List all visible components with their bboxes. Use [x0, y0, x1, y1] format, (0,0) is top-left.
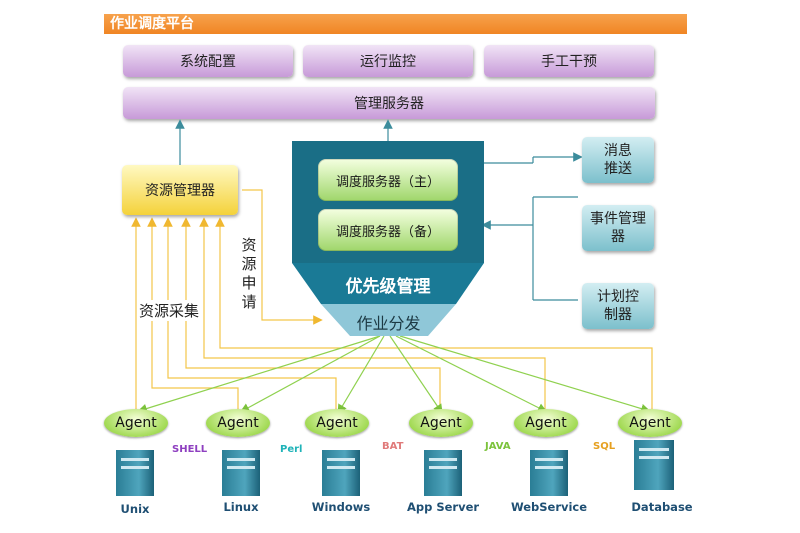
message-push-label: 消息推送 — [604, 143, 632, 177]
run-monitor-label: 运行监控 — [360, 54, 416, 70]
event-manager-box[interactable]: 事件管理器 — [582, 205, 654, 251]
server-label-webservice: WebService — [510, 500, 588, 514]
agent-label: Agent — [217, 415, 259, 431]
plan-controller-box[interactable]: 计划控制器 — [582, 283, 654, 329]
agent-webservice[interactable]: Agent — [514, 409, 578, 437]
scheduler-backup-box[interactable]: 调度服务器（备） — [318, 209, 458, 251]
agent-linux[interactable]: Agent — [206, 409, 270, 437]
mgmt-server-label: 管理服务器 — [354, 96, 424, 112]
page-title: 作业调度平台 — [104, 14, 687, 34]
server-label-app-server: App Server — [406, 500, 480, 514]
job-dispatch-label: 作业分发 — [356, 314, 421, 333]
resource-manager-box[interactable]: 资源管理器 — [122, 165, 238, 215]
scheduler-main-box[interactable]: 调度服务器（主） — [318, 159, 458, 201]
resource-apply-label: 资源申请 — [241, 236, 257, 311]
scheduler-main-label: 调度服务器（主） — [335, 174, 440, 190]
agent-label: Agent — [525, 415, 567, 431]
run-monitor-box[interactable]: 运行监控 — [303, 45, 473, 77]
agent-database[interactable]: Agent — [618, 409, 682, 437]
agent-windows[interactable]: Agent — [305, 409, 369, 437]
server-label-database: Database — [631, 500, 693, 514]
message-push-box[interactable]: 消息推送 — [582, 137, 654, 183]
lang-sql: SQL — [593, 441, 616, 452]
lang-perl: Perl — [280, 444, 303, 455]
lang-java: JAVA — [485, 441, 511, 452]
agent-label: Agent — [420, 415, 462, 431]
lang-shell: SHELL — [172, 444, 208, 455]
lang-bat: BAT — [382, 441, 404, 452]
scheduler-backup-label: 调度服务器（备） — [335, 224, 440, 240]
dispatch-funnel — [321, 304, 456, 336]
agent-label: Agent — [316, 415, 358, 431]
manual-intervention-box[interactable]: 手工干预 — [484, 45, 654, 77]
mgmt-server-box[interactable]: 管理服务器 — [123, 87, 655, 119]
priority-mgmt-label: 优先级管理 — [345, 277, 431, 297]
server-label-windows: Windows — [311, 500, 371, 514]
agent-label: Agent — [115, 415, 157, 431]
resource-collect-label: 资源采集 — [137, 300, 202, 321]
resource-manager-label: 资源管理器 — [145, 183, 215, 199]
server-label-unix: Unix — [120, 502, 150, 516]
agent-unix[interactable]: Agent — [104, 409, 168, 437]
priority-funnel — [292, 263, 484, 304]
system-config-box[interactable]: 系统配置 — [123, 45, 293, 77]
plan-controller-label: 计划控制器 — [597, 289, 639, 323]
server-label-linux: Linux — [223, 500, 259, 514]
system-config-label: 系统配置 — [180, 54, 236, 70]
manual-intervention-label: 手工干预 — [541, 54, 597, 70]
event-manager-label: 事件管理器 — [590, 211, 646, 245]
agent-app-server[interactable]: Agent — [409, 409, 473, 437]
agent-label: Agent — [629, 415, 671, 431]
